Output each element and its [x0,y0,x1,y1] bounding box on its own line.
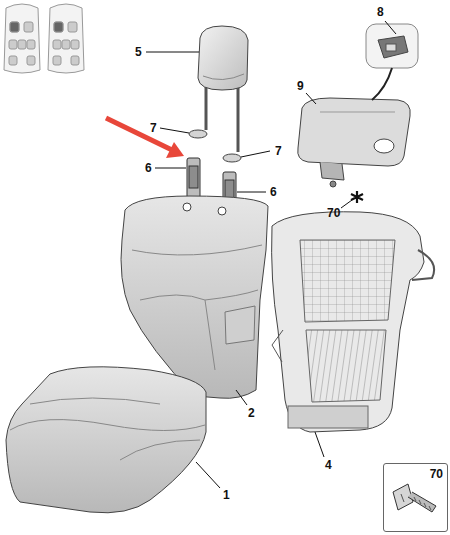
pointer-arrow [106,118,184,158]
callout-number: 70 [327,206,340,220]
callout-number: 6 [145,161,152,175]
callout-number: 9 [297,79,304,93]
washer [223,154,241,162]
part-box: 70 [383,463,448,532]
callout-number: 7 [150,121,157,135]
washer [189,130,207,138]
backrest-cushion [121,196,268,398]
callout-number: 7 [275,144,282,158]
callout-number: 4 [325,458,332,472]
callout-number: 2 [248,406,255,420]
leader-line [146,21,396,488]
trim-cover [298,98,411,187]
clip-inset [366,24,418,100]
callout-number: 5 [135,45,142,59]
screw [393,484,436,512]
seat-cushion [6,367,206,513]
callout-number: 1 [223,488,230,502]
callout-number: 70 [430,467,443,481]
callout-number: 8 [377,5,384,19]
vehicle-icon [4,4,84,73]
callout-number: 6 [270,185,277,199]
backrest-frame [272,212,435,432]
star-symbol [351,191,363,203]
